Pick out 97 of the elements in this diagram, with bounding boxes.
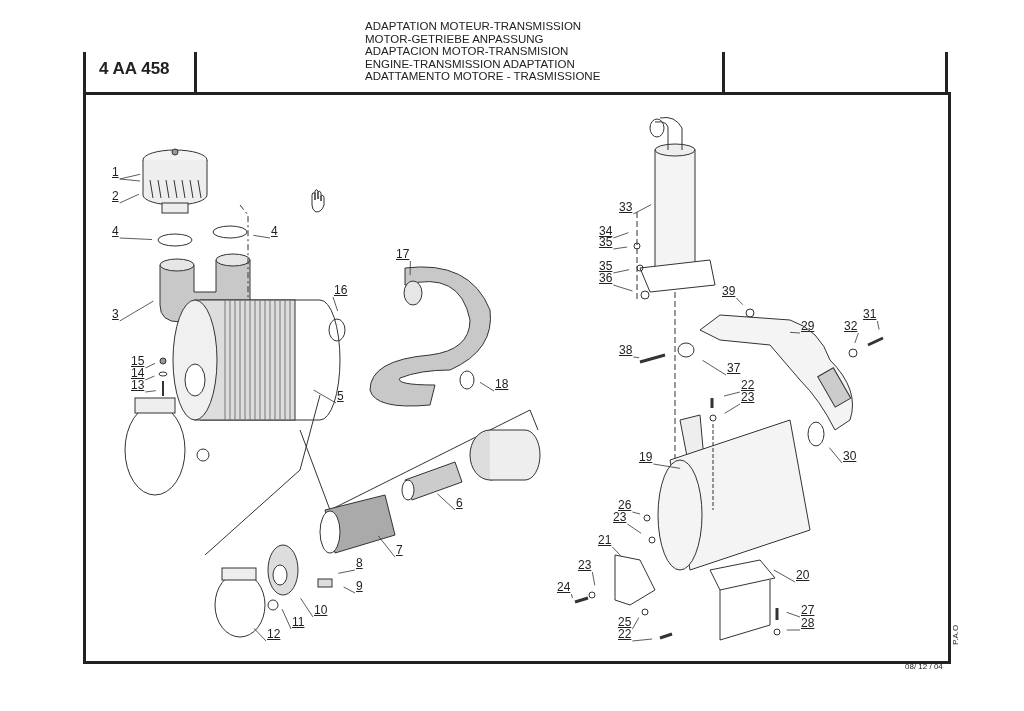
leader-line <box>612 284 633 292</box>
leader-line <box>876 320 880 331</box>
callout-number: 16 <box>333 284 349 297</box>
leader-line <box>570 593 573 599</box>
leader-line <box>735 297 744 306</box>
leader-line <box>479 381 495 392</box>
callout-number: 23 <box>577 559 593 572</box>
page-number: 4 AA 458 <box>99 63 170 76</box>
callout-number: 33 <box>618 201 634 214</box>
callout-number: 4 <box>270 225 279 238</box>
callout-number: 30 <box>842 450 858 463</box>
callout-number: 8 <box>355 557 364 570</box>
callout-number: 35 <box>598 260 614 273</box>
callout-number: 25 <box>617 616 633 629</box>
leader-line <box>632 356 640 359</box>
callout-number: 2 <box>111 190 120 203</box>
leader-line <box>591 571 596 586</box>
leader-line <box>786 611 801 618</box>
leader-line <box>789 331 801 334</box>
leader-line <box>854 332 859 344</box>
title-text: ADAPTACION MOTOR-TRANSMISION <box>365 45 569 58</box>
leader-line <box>626 523 642 534</box>
callout-number: 26 <box>617 499 633 512</box>
leader-line <box>281 608 292 630</box>
callout-number: 35 <box>598 236 614 249</box>
leader-line <box>119 173 141 180</box>
callout-number: 14 <box>130 367 146 380</box>
leader-line <box>612 246 628 250</box>
leader-line <box>773 569 796 583</box>
leader-line <box>702 359 727 376</box>
leader-line <box>631 638 653 642</box>
callout-number: 15 <box>130 355 146 368</box>
callout-number: 38 <box>618 344 634 357</box>
leader-line <box>631 511 641 515</box>
callout-number: 13 <box>130 379 146 392</box>
callout-number: 37 <box>726 362 742 375</box>
leader-line <box>119 193 140 204</box>
callout-number: 4 <box>111 225 120 238</box>
callout-number: 22 <box>740 379 756 392</box>
leader-line <box>119 237 153 240</box>
leader-line <box>119 300 154 322</box>
callout-number: 5 <box>336 390 345 403</box>
leader-line <box>611 546 622 557</box>
callout-number: 9 <box>355 580 364 593</box>
leader-line <box>612 269 630 274</box>
callout-number: 6 <box>455 497 464 510</box>
callout-number: 28 <box>800 617 816 630</box>
edition-code: P.A.O <box>950 624 961 645</box>
leader-line <box>652 463 681 469</box>
callout-number: 36 <box>598 272 614 285</box>
callout-number: 1 <box>111 166 120 179</box>
leader-line <box>119 178 141 182</box>
callout-number: 20 <box>795 569 811 582</box>
callout-number: 23 <box>612 511 628 524</box>
leader-line <box>723 391 741 397</box>
callout-number: 19 <box>638 451 654 464</box>
leader-line <box>337 569 356 574</box>
leader-line <box>252 234 271 239</box>
leader-line <box>144 390 157 393</box>
leader-line <box>343 586 356 594</box>
callout-number: 18 <box>494 378 510 391</box>
callout-number: 23 <box>740 391 756 404</box>
title-text: ADAPTATION MOTEUR-TRANSMISSION <box>365 20 582 33</box>
callout-number: 39 <box>721 285 737 298</box>
leader-line <box>300 597 314 618</box>
title-text: MOTOR-GETRIEBE ANPASSUNG <box>365 33 544 46</box>
leader-line <box>632 204 652 215</box>
callout-number: 24 <box>556 581 572 594</box>
callout-number: 12 <box>266 628 282 641</box>
callout-number: 11 <box>291 616 306 629</box>
leader-line <box>786 629 801 631</box>
callout-number: 31 <box>862 308 878 321</box>
callout-number: 32 <box>843 320 859 333</box>
callout-number: 29 <box>800 320 816 333</box>
leader-line <box>144 375 155 381</box>
callout-number: 17 <box>395 248 411 261</box>
callout-number: 10 <box>313 604 329 617</box>
leader-line <box>631 617 640 630</box>
callout-number: 27 <box>800 604 816 617</box>
callout-number: 3 <box>111 308 120 321</box>
date-text: 08/ 12 / 04 <box>905 661 943 673</box>
leader-line <box>409 260 411 276</box>
callout-number: 34 <box>598 225 614 238</box>
title-text: ADATTAMENTO MOTORE - TRASMISSIONE <box>365 70 601 83</box>
leader-line <box>253 627 267 642</box>
leader-line <box>377 535 396 558</box>
leader-line <box>436 493 456 511</box>
title-text: ENGINE-TRANSMISSION ADAPTATION <box>365 58 575 71</box>
leader-line <box>144 362 156 369</box>
leader-line <box>332 296 339 312</box>
leader-line <box>612 232 629 239</box>
callout-number: 21 <box>597 534 613 547</box>
leader-line <box>828 447 843 464</box>
leader-line <box>724 403 741 414</box>
leader-line <box>313 389 337 404</box>
callout-number: 22 <box>617 628 633 641</box>
callout-number: 7 <box>395 544 404 557</box>
